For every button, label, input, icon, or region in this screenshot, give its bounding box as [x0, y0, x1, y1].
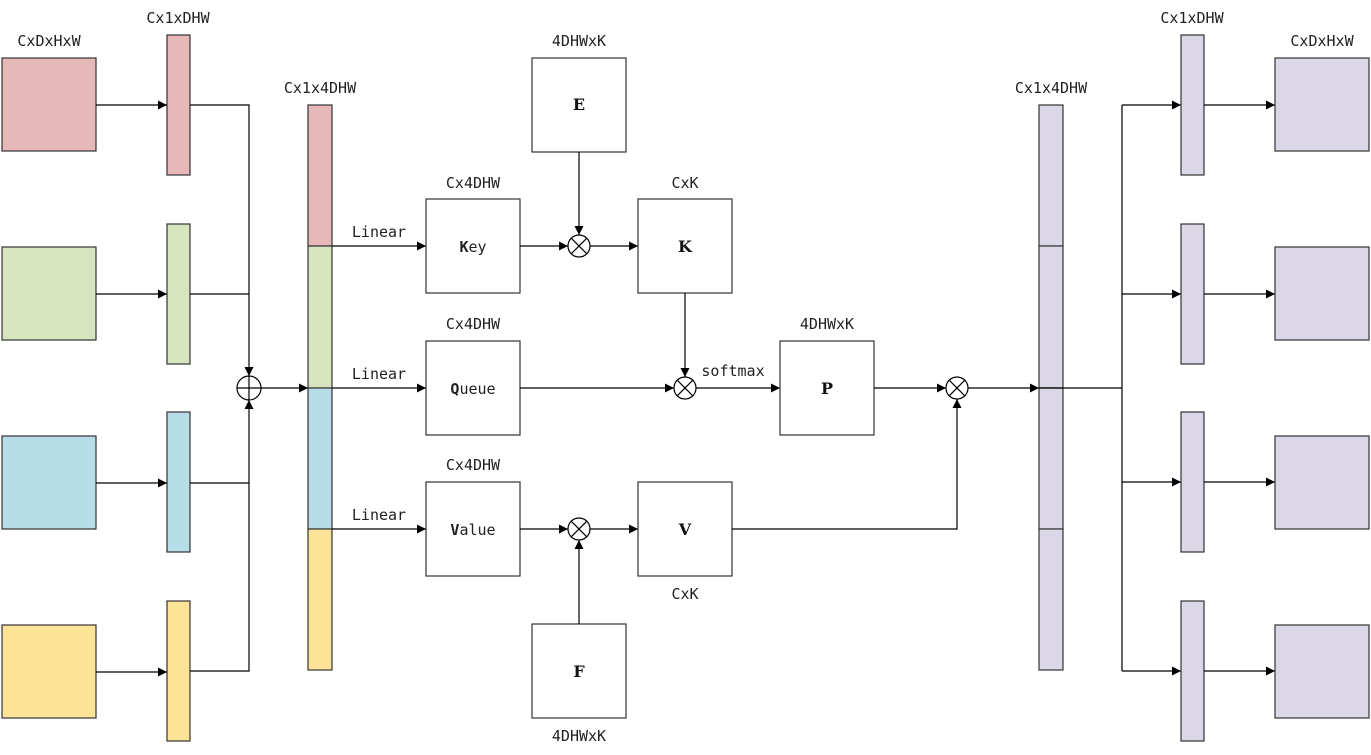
k-box-label: K [678, 237, 693, 256]
out-vector-1 [1180, 34, 1205, 176]
output-volume-2 [1274, 246, 1370, 341]
arrow-v-to-mult [732, 399, 962, 530]
concat-right-segment-2 [1038, 245, 1064, 389]
out-vector-3 [1180, 411, 1205, 553]
line-red-to-sum [190, 104, 254, 376]
flat-vector-blue [166, 411, 191, 553]
input-volume-yellow [1, 624, 97, 719]
concat-right-segment-4 [1038, 528, 1064, 671]
label-flat-dims-right: Cx1xDHW [1160, 9, 1224, 27]
concat-segment-yellow [307, 528, 333, 671]
multiply-key-icon [567, 234, 591, 258]
output-volume-4 [1274, 624, 1370, 719]
line-yellow-to-sum [190, 400, 254, 672]
value-initial: V [450, 521, 459, 539]
k-box [637, 198, 733, 294]
label-concat-dims-right: Cx1x4DHW [1015, 79, 1088, 97]
out-vector-2 [1180, 223, 1205, 365]
label-p-dims: 4DHWxK [800, 315, 854, 333]
v-box [637, 481, 733, 577]
value-rest: alue [459, 521, 495, 539]
input-volume-green [1, 246, 97, 341]
concat-segment-green [307, 245, 333, 389]
output-volume-3 [1274, 435, 1370, 530]
output-volume-1 [1274, 57, 1370, 152]
value-box [425, 481, 521, 577]
label-output-dims: CxDxHxW [1290, 32, 1354, 50]
sum-node-icon [236, 375, 262, 401]
p-box [779, 340, 875, 436]
label-value-dims: Cx4DHW [446, 456, 501, 474]
input-volume-blue [1, 435, 97, 530]
label-flat-dims-left: Cx1xDHW [146, 9, 210, 27]
concat-segment-blue [307, 387, 333, 530]
label-linear-key: Linear [352, 223, 406, 241]
label-k-dims: CxK [671, 174, 698, 192]
input-volume-red [1, 57, 97, 152]
label-softmax: softmax [701, 362, 764, 380]
label-input-dims: CxDxHxW [17, 32, 81, 50]
key-box [425, 198, 521, 294]
flat-vector-green [166, 223, 191, 365]
multiply-value-icon [567, 517, 591, 541]
concat-segment-red [307, 104, 333, 247]
label-linear-value: Linear [352, 506, 406, 524]
label-f-dims: 4DHWxK [552, 727, 606, 745]
label-e-dims: 4DHWxK [552, 32, 606, 50]
key-rest: ey [468, 238, 486, 256]
queue-initial: Q [450, 380, 459, 398]
value-box-label: Value [450, 521, 495, 539]
v-box-label: V [678, 520, 692, 539]
e-box-label: E [573, 95, 585, 114]
key-initial: K [459, 238, 468, 256]
label-linear-queue: Linear [352, 365, 406, 383]
p-box-label: P [821, 379, 833, 398]
f-box [531, 623, 627, 719]
f-box-label: F [573, 662, 585, 681]
key-box-label: Key [459, 238, 486, 256]
out-vector-4 [1180, 600, 1205, 742]
queue-box-label: Queue [450, 380, 495, 398]
e-box [531, 57, 627, 153]
flat-vector-red [166, 34, 191, 176]
label-v-dims: CxK [671, 585, 698, 603]
label-key-dims: Cx4DHW [446, 174, 501, 192]
label-queue-dims: Cx4DHW [446, 315, 501, 333]
label-concat-dims-left: Cx1x4DHW [284, 79, 357, 97]
multiply-output-icon [945, 376, 969, 400]
multiply-queue-icon [673, 376, 697, 400]
queue-rest: ueue [459, 380, 495, 398]
concat-right-segment-1 [1038, 104, 1064, 247]
concat-right-segment-3 [1038, 387, 1064, 530]
flat-vector-yellow [166, 600, 191, 742]
